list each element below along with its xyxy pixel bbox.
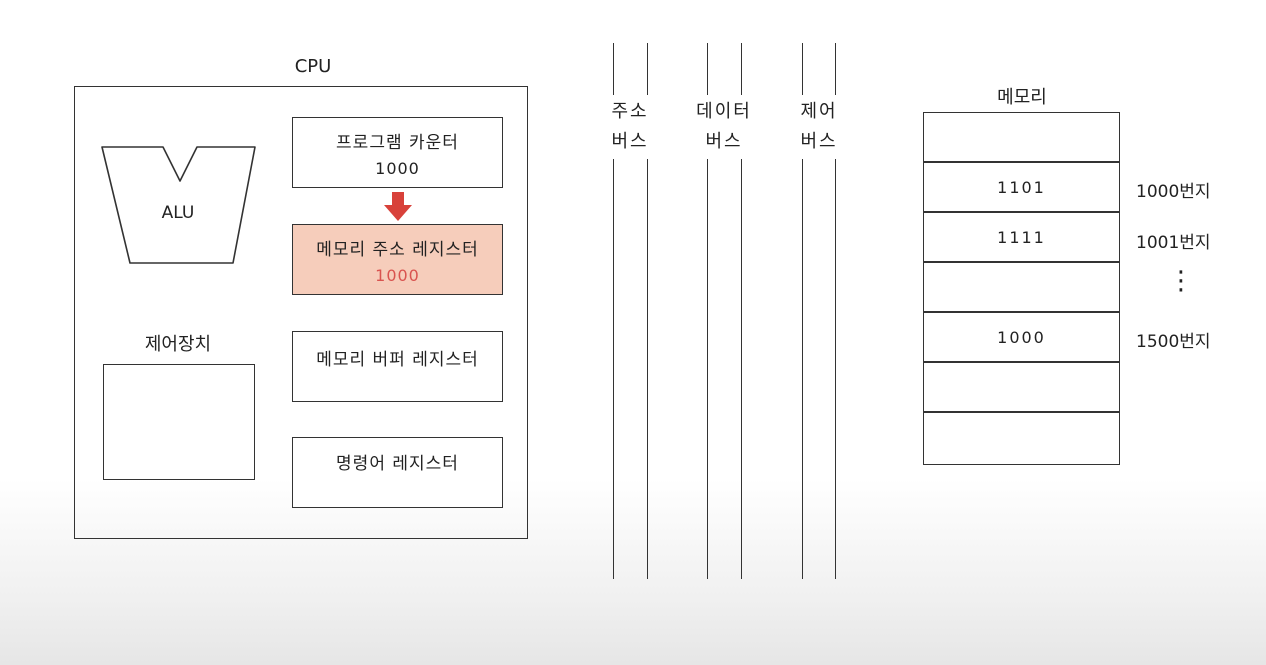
memory-cell: [923, 262, 1120, 312]
address-bus-line-right: [647, 43, 648, 579]
register-name: 명령어 레지스터: [336, 454, 459, 474]
bus-label-line2: 버스: [800, 131, 838, 152]
instruction-register: 명령어 레지스터: [292, 437, 503, 508]
memory-cell-value: 1101: [997, 177, 1046, 197]
control-unit-label: 제어장치: [144, 334, 212, 355]
program-counter-register: 프로그램 카운터 1000: [292, 117, 503, 188]
control-bus-label: 제어 버스: [790, 95, 848, 159]
memory-cell-value: 1000: [997, 327, 1046, 347]
memory-address-label: 1500번지: [1136, 332, 1211, 352]
control-unit-box: [103, 364, 255, 480]
control-bus-line-right: [835, 43, 836, 579]
bus-label-line1: 제어: [800, 101, 838, 122]
address-bus-line-left: [613, 43, 614, 579]
memory-address-register: 메모리 주소 레지스터 1000: [292, 224, 503, 295]
memory-cell: [923, 362, 1120, 412]
bus-label-line2: 버스: [611, 131, 649, 152]
bus-label-line2: 버스: [705, 131, 743, 152]
bus-label-line1: 데이터: [696, 101, 752, 122]
memory-address-label: 1001번지: [1136, 233, 1211, 253]
cpu-title: CPU: [294, 56, 332, 77]
bus-label-line1: 주소: [611, 101, 649, 122]
data-bus-line-right: [741, 43, 742, 579]
control-bus-line-left: [802, 43, 803, 579]
memory-cell: 1111: [923, 212, 1120, 262]
memory-cell: 1101: [923, 162, 1120, 212]
memory-cell: [923, 412, 1120, 465]
down-arrow-icon: [384, 192, 412, 221]
data-bus-line-left: [707, 43, 708, 579]
register-value: 1000: [375, 158, 420, 178]
register-value: 1000: [375, 265, 420, 285]
memory-title: 메모리: [997, 87, 1047, 108]
alu-label: ALU: [161, 203, 195, 223]
register-name: 메모리 주소 레지스터: [316, 239, 479, 260]
register-name: 프로그램 카운터: [336, 132, 459, 153]
memory-address-label: 1000번지: [1136, 182, 1211, 202]
memory-cell: 1000: [923, 312, 1120, 362]
alu-shape: [101, 146, 256, 264]
cpu-box: [74, 86, 528, 539]
memory-cell: [923, 112, 1120, 162]
data-bus-label: 데이터 버스: [686, 95, 762, 159]
register-name: 메모리 버퍼 레지스터: [316, 350, 479, 370]
memory-cell-value: 1111: [997, 227, 1046, 247]
memory-buffer-register: 메모리 버퍼 레지스터: [292, 331, 503, 402]
address-bus-label: 주소 버스: [601, 95, 659, 159]
memory-ellipsis: ⋮: [1168, 266, 1194, 296]
